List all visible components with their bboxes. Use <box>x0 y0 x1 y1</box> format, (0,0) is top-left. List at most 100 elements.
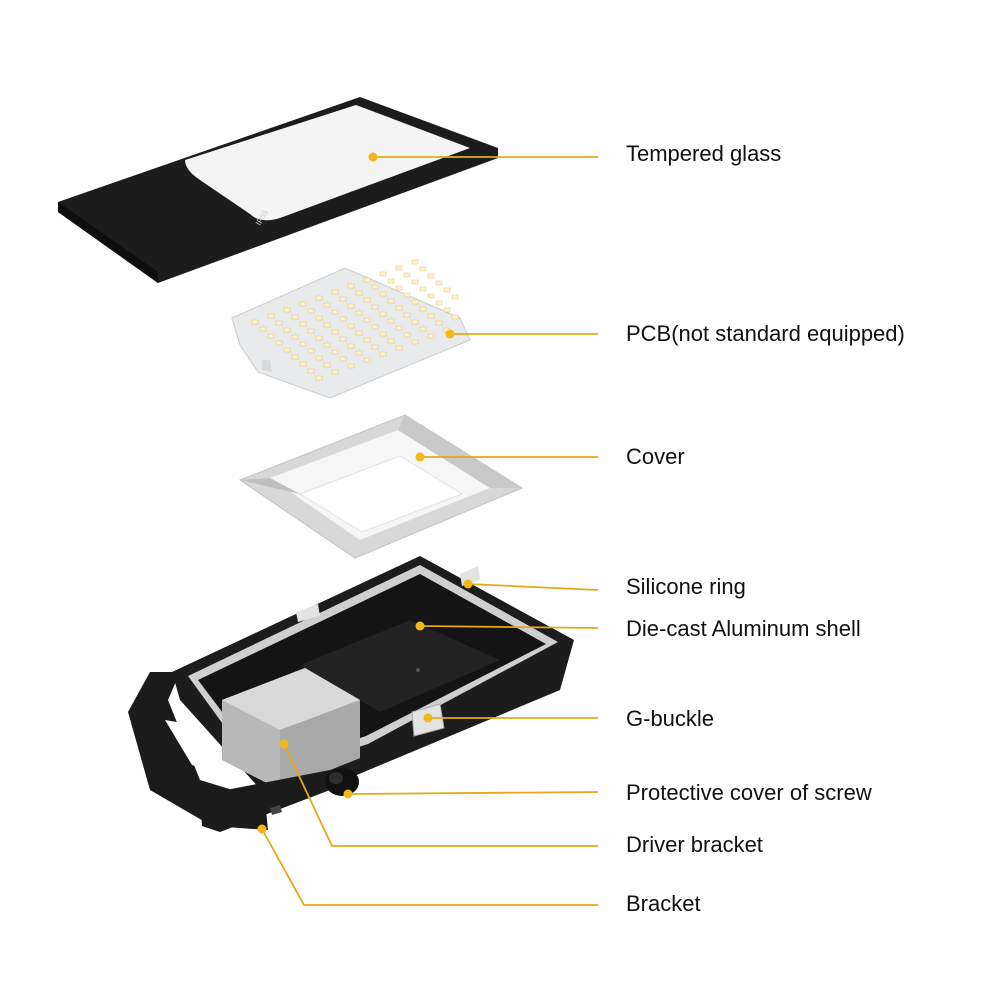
led-chip <box>387 318 395 324</box>
leader-dot-screw-cover <box>343 789 353 799</box>
led-chip <box>307 328 315 334</box>
led-chip <box>267 333 275 339</box>
led-chip <box>283 347 291 353</box>
led-chip <box>435 320 443 326</box>
led-chip <box>347 283 355 289</box>
led-chip <box>427 313 435 319</box>
leader-dot-driver-bracket <box>279 739 289 749</box>
leader-line-silicone-ring <box>467 583 599 591</box>
led-chip <box>355 330 363 336</box>
led-chip <box>443 307 451 313</box>
label-cover: Cover <box>626 444 685 469</box>
led-chip <box>411 319 419 325</box>
led-chip <box>387 338 395 344</box>
leader-line-bracket <box>261 828 598 906</box>
pcb-part <box>231 259 471 399</box>
led-chip <box>419 326 427 332</box>
led-chip <box>259 326 267 332</box>
led-chip <box>371 344 379 350</box>
leader-dot-g-buckle <box>423 713 433 723</box>
led-chip <box>299 301 307 307</box>
led-chip <box>403 332 411 338</box>
led-chip <box>323 322 331 328</box>
led-chip <box>435 300 443 306</box>
led-chip <box>371 284 379 290</box>
label-driver-bracket: Driver bracket <box>626 832 763 857</box>
led-chip <box>283 307 291 313</box>
led-chip <box>331 369 339 375</box>
led-chip <box>315 335 323 341</box>
led-chip <box>323 342 331 348</box>
led-chip <box>315 315 323 321</box>
label-aluminum-shell: Die-cast Aluminum shell <box>626 616 861 641</box>
led-chip <box>443 287 451 293</box>
led-chip <box>339 356 347 362</box>
led-chip <box>299 321 307 327</box>
led-chip <box>403 312 411 318</box>
leader-dot-tempered-glass <box>368 152 378 162</box>
led-chip <box>451 294 459 300</box>
led-chip <box>427 273 435 279</box>
led-chip <box>299 341 307 347</box>
led-chip <box>379 291 387 297</box>
led-chip <box>379 351 387 357</box>
led-chip <box>355 350 363 356</box>
led-chip <box>395 345 403 351</box>
led-chip <box>331 349 339 355</box>
leader-dot-aluminum-shell <box>415 621 425 631</box>
led-chip <box>387 298 395 304</box>
led-chip <box>267 313 275 319</box>
led-chip <box>275 320 283 326</box>
led-chip <box>299 361 307 367</box>
leader-dot-pcb <box>445 329 455 339</box>
leader-lines <box>257 152 599 906</box>
led-chip <box>291 334 299 340</box>
led-chip <box>395 265 403 271</box>
leader-dot-bracket <box>257 824 267 834</box>
led-chip <box>363 337 371 343</box>
led-chip <box>435 280 443 286</box>
label-tempered-glass: Tempered glass <box>626 141 782 166</box>
leader-line-screw-cover <box>347 791 599 795</box>
led-chip <box>427 293 435 299</box>
led-chip <box>347 323 355 329</box>
led-chip <box>395 305 403 311</box>
cover-part <box>238 414 524 559</box>
led-chip <box>315 375 323 381</box>
led-chip <box>347 343 355 349</box>
led-chip <box>339 316 347 322</box>
led-chip <box>331 289 339 295</box>
led-chip <box>331 329 339 335</box>
driver-bracket-part <box>222 668 360 790</box>
led-chip <box>339 336 347 342</box>
led-chip <box>387 278 395 284</box>
led-chip <box>411 279 419 285</box>
led-chip <box>339 296 347 302</box>
led-chip <box>411 339 419 345</box>
led-chip <box>315 295 323 301</box>
leader-line-driver-bracket <box>283 743 598 847</box>
led-chip <box>363 357 371 363</box>
led-chip <box>379 331 387 337</box>
led-chip <box>451 314 459 320</box>
led-chip <box>315 355 323 361</box>
led-chip <box>291 314 299 320</box>
label-silicone-ring: Silicone ring <box>626 574 746 599</box>
led-chip <box>307 368 315 374</box>
led-chip <box>307 308 315 314</box>
label-g-buckle: G-buckle <box>626 706 715 731</box>
led-chip <box>411 259 419 265</box>
led-chip <box>371 324 379 330</box>
led-chip <box>379 311 387 317</box>
label-pcb: PCB(not standard equipped) <box>626 321 905 346</box>
led-chip <box>323 302 331 308</box>
led-chip <box>291 354 299 360</box>
led-chip <box>403 292 411 298</box>
leader-dot-cover <box>415 452 425 462</box>
led-chip <box>323 362 331 368</box>
led-chip <box>355 290 363 296</box>
led-chip <box>307 348 315 354</box>
leader-line-aluminum-shell <box>419 625 599 629</box>
screw-cover-part <box>325 768 359 796</box>
